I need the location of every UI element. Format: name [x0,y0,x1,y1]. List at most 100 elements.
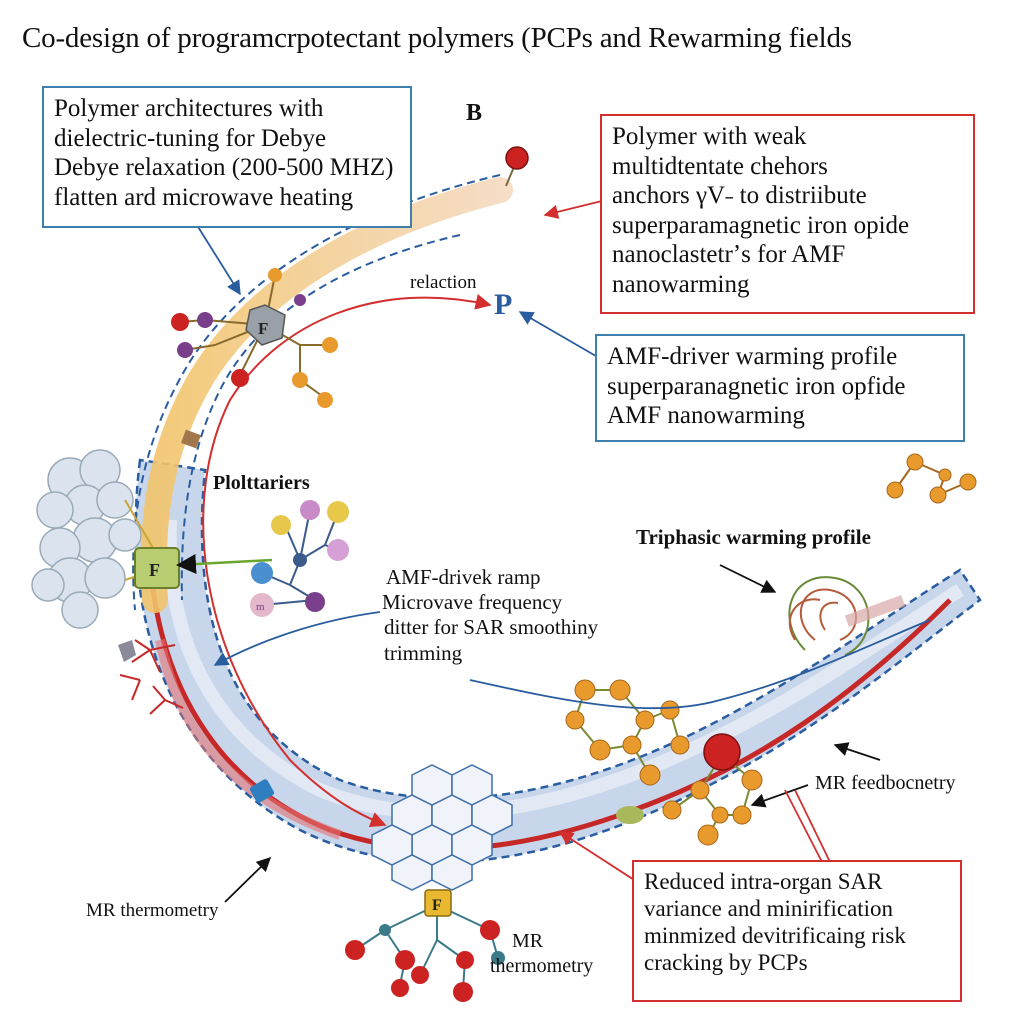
molecule-red-cluster-atoms [662,769,763,846]
red-arc [202,294,492,828]
arrow-mr-feedback [833,742,881,761]
arrow-triphasic [719,564,777,593]
atom [231,369,249,387]
atom [268,268,282,282]
atom [305,592,325,612]
blue-capsule [249,779,275,803]
probe-ball [505,146,529,170]
green-arrow [176,554,273,575]
f-node-left: F [149,560,160,580]
atom [271,515,291,535]
box-line: superparamagnetic iron opide [612,211,910,239]
atom [292,372,308,388]
arrow-mr-thermo-left [224,856,272,903]
box-line: cracking by PCPs [644,950,808,976]
box-line: AMF-driver warming profile [607,343,898,370]
polymer-band-outline-2 [180,234,461,601]
molecule-orange-top-right-atoms [886,453,977,504]
atom [491,951,505,965]
arrow-ramp [213,611,381,666]
band-marker [181,429,201,449]
label-ramp-block: AMF-drivek ramp Microvave frequency ditt… [382,565,599,666]
atom [171,313,189,331]
nanocluster-left [31,449,142,629]
box-line: variance and minirification [644,896,894,922]
small-node-label: m [256,601,265,613]
f-node-top-shape [245,304,286,346]
box-line: Reduced intra-organ SAR [644,869,883,894]
red-box-link-2 [784,789,823,863]
label-mr-thermometry-left: MR thermometry [86,900,219,921]
green-blob [616,806,644,824]
atom [293,553,307,567]
label-mr-thermometry-bottom-2: thermometry [490,955,594,977]
organ-inner-highlight [162,519,964,821]
red-box-link [794,789,831,863]
red-nanoparticle [703,733,741,771]
f-node-bottom-shape [424,889,452,917]
vessel-branches [119,639,184,715]
coil-icon [788,576,870,656]
ramp-line: AMF-drivek ramp [386,565,541,589]
atom [453,982,473,1002]
gray-node [118,640,136,662]
label-mr-thermometry-bottom-1: MR [512,930,544,952]
atom [294,294,306,306]
label-relaction: relaction [410,272,477,293]
molecule-orange-center-atoms [565,679,690,786]
box-line: nanoclastetrʼs for AMF [612,241,846,268]
arrow-mr-feedback-2 [750,784,809,808]
box-amf-warming: AMF-driver warming profile superparanagn… [595,334,965,442]
box-line: anchors γV˗ to distriibute [612,182,867,209]
atom [391,979,409,997]
box-line: superparanagnetic iron opfide [607,372,906,400]
atom [411,966,429,984]
atom [322,337,338,353]
atom [395,950,415,970]
box-multidentate-anchors: Polymer with weak multidtentate chehors … [600,114,975,314]
atom [345,940,365,960]
atom [379,924,391,936]
atom [251,562,273,584]
box-line: AMF nanowarming [607,402,805,429]
polymer-band-outline [132,174,501,611]
atom [250,593,274,617]
box-line: flatten ard microwave heating [54,183,354,211]
box-line: Debye relaxation (200-500 MHZ) [54,154,394,181]
mesh-network [371,764,513,891]
box-line: dielectric-tuning for Debye [54,124,327,152]
atom [300,500,320,520]
box-line: minmized devitrificaing risk [644,923,906,949]
atom [177,342,193,358]
ramp-line: trimming [384,640,463,665]
box-line: nanowarming [612,270,750,298]
atom [480,920,500,940]
box-dielectric-tuning: Polymer architectures with dielectric-tu… [42,86,412,228]
figure-title: Co-design of programcrpotectant polymers… [22,22,852,54]
arrow-bottom-right-box [558,831,643,886]
arrow-topleft-box [194,221,241,296]
label-plotariers: Plolttariers [213,472,310,494]
atom [317,392,333,408]
f-node-top: F [258,319,268,338]
atom [456,951,474,969]
ramp-line: Microvave frequency [382,590,563,615]
box-line: Polymer with weak [612,123,807,150]
ramp-line: ditter for SAR smoothiny [384,615,599,640]
blue-field-line [469,619,931,710]
atom [327,539,349,561]
label-triphasic: Triphasic warming profile [636,525,871,549]
p-marker: P [494,288,513,321]
label-mr-feedback: MR feedbocnetry [815,772,956,794]
red-vessel-inner [155,639,342,840]
organ-body [134,458,982,864]
atom [197,312,213,328]
atom [327,501,349,523]
box-line: multidtentate chehors [612,152,828,180]
panel-label: B [466,100,483,126]
box-line: Polymer architectures with [54,95,324,122]
f-node-bottom: F [432,897,442,914]
box-reduced-sar: Reduced intra-organ SAR variance and min… [632,860,962,1002]
coil-rod [844,595,906,627]
